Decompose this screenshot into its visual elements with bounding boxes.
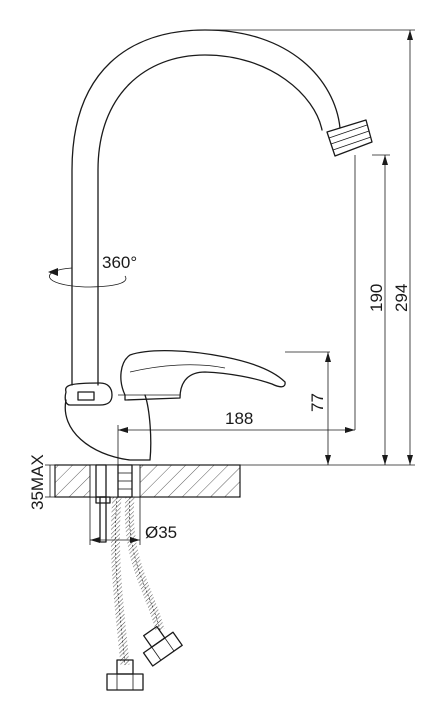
spout	[71, 29, 373, 386]
reach-label: 188	[225, 409, 253, 428]
dimension-lines	[45, 29, 415, 545]
hole-diameter-label: Ø35	[145, 523, 177, 542]
rotation-label: 360°	[102, 253, 137, 272]
spout-height-label: 190	[367, 284, 386, 312]
fixing-bolt	[95, 464, 133, 543]
total-height-label: 294	[392, 284, 411, 312]
rotation-arrow	[48, 267, 127, 288]
lever-height-label: 77	[308, 393, 327, 412]
flexible-hoses	[106, 496, 183, 691]
faucet-body	[64, 350, 286, 461]
max-thickness-label: 35MAX	[28, 454, 47, 510]
countertop	[54, 464, 241, 498]
